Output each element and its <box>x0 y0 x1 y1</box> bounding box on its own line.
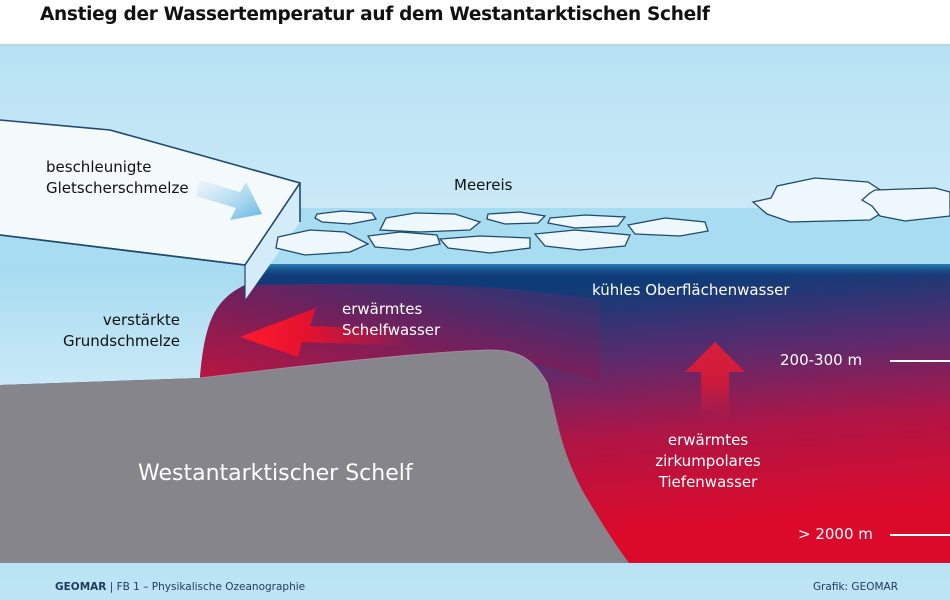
label-shelf: Westantarktischer Schelf <box>138 461 413 486</box>
footer-department: | FB 1 – Physikalische Ozeanographie <box>106 581 306 593</box>
icebergs <box>751 177 950 223</box>
shelf-water-arrow <box>240 308 410 357</box>
page-title: Anstieg der Wassertemperatur auf dem Wes… <box>40 4 710 25</box>
depth-marker-shallow <box>890 360 950 362</box>
footer-credit-left: GEOMAR | FB 1 – Physikalische Ozeanograp… <box>55 581 305 593</box>
label-sea-ice: Meereis <box>454 176 513 194</box>
upwelling-arrow <box>685 342 745 420</box>
footer-band <box>0 563 950 600</box>
ice-shelf-top <box>0 120 300 265</box>
label-deep-water: erwärmtes zirkumpolares Tiefenwasser <box>655 431 761 491</box>
label-depth-shallow: 200-300 m <box>780 351 863 369</box>
label-basal-melt: verstärkte Grundschmelze <box>62 311 180 350</box>
footer-credit-right: Grafik: GEOMAR <box>812 581 898 593</box>
glacier-melt-arrow <box>196 180 262 220</box>
label-depth-deep: > 2000 m <box>798 525 873 543</box>
label-surface-water: kühles Oberflächenwasser <box>592 281 790 299</box>
continental-shelf <box>0 350 630 564</box>
label-shelf-water: erwärmtes Schelfwasser <box>342 300 441 339</box>
footer-org: GEOMAR <box>55 581 107 593</box>
label-glacier-melt: beschleunigte Gletscherschmelze <box>46 158 189 197</box>
under-shelf-water <box>0 264 245 385</box>
depth-marker-deep <box>890 534 950 536</box>
ice-shelf-front <box>245 183 300 300</box>
sea-ice-floes <box>275 210 709 256</box>
